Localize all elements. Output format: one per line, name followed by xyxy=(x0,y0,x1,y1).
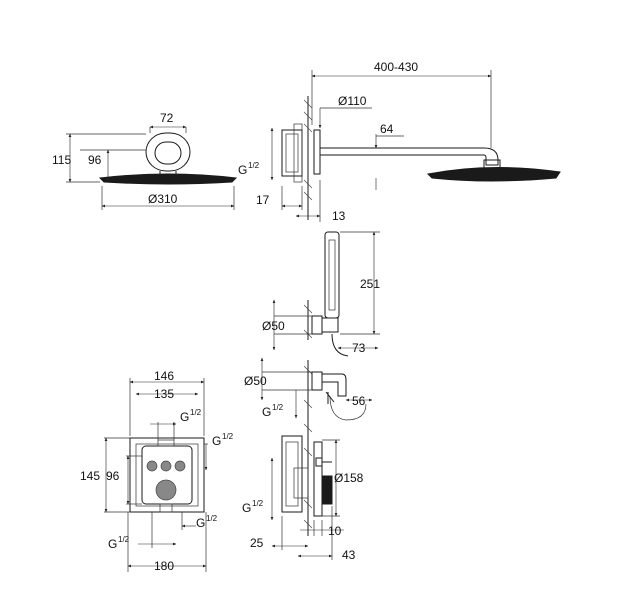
dim-43: 43 xyxy=(342,548,356,562)
dim-dia-158: Ø158 xyxy=(334,471,364,485)
dim-g-box2-frac: 1/2 xyxy=(222,432,234,441)
dim-dia-50a: Ø50 xyxy=(262,319,285,333)
dim-400-430: 400-430 xyxy=(374,60,418,74)
arm-side-view xyxy=(281,96,561,220)
dim-g-arm-frac: 1/2 xyxy=(248,161,260,170)
dim-g-side: G xyxy=(242,501,251,515)
dim-g-hand-frac: 1/2 xyxy=(272,403,284,412)
dim-17: 17 xyxy=(256,193,270,207)
dim-135: 135 xyxy=(154,387,174,401)
dim-13: 13 xyxy=(332,209,346,223)
dim-25: 25 xyxy=(250,536,264,550)
dim-g-box3-frac: 1/2 xyxy=(206,514,218,523)
dim-g-box3: G xyxy=(196,516,205,530)
dim-g-hand: G xyxy=(262,405,271,419)
dim-dia-310: Ø310 xyxy=(148,192,178,206)
dim-g-arm: G xyxy=(238,163,247,177)
dim-g-box1: G xyxy=(180,410,189,424)
dim-dia-50b: Ø50 xyxy=(244,374,267,388)
dim-g-box2: G xyxy=(212,434,221,448)
dim-g-box4: G xyxy=(108,537,117,551)
dim-56: 56 xyxy=(352,394,366,408)
dim-251: 251 xyxy=(360,277,380,291)
dim-146: 146 xyxy=(154,369,174,383)
head-arm-collar xyxy=(145,132,191,172)
valve-box-side-view xyxy=(281,418,333,536)
dim-115: 115 xyxy=(52,153,71,167)
dim-64: 64 xyxy=(380,122,394,136)
head-plate xyxy=(98,173,238,185)
dim-96: 96 xyxy=(88,153,102,167)
dim-72: 72 xyxy=(160,111,174,125)
valve-box-front-view xyxy=(129,437,205,513)
dim-73: 73 xyxy=(352,341,366,355)
hand-shower-view xyxy=(303,231,367,421)
dim-96-box: 96 xyxy=(106,469,120,483)
dim-145: 145 xyxy=(80,469,100,483)
head-front-view xyxy=(98,127,238,185)
dim-dia-110: Ø110 xyxy=(338,94,367,108)
dim-g-box4-frac: 1/2 xyxy=(118,535,130,544)
dim-g-box1-frac: 1/2 xyxy=(190,408,202,417)
dim-180: 180 xyxy=(154,559,174,573)
dim-g-side-frac: 1/2 xyxy=(252,499,264,508)
dim-10: 10 xyxy=(328,524,342,538)
